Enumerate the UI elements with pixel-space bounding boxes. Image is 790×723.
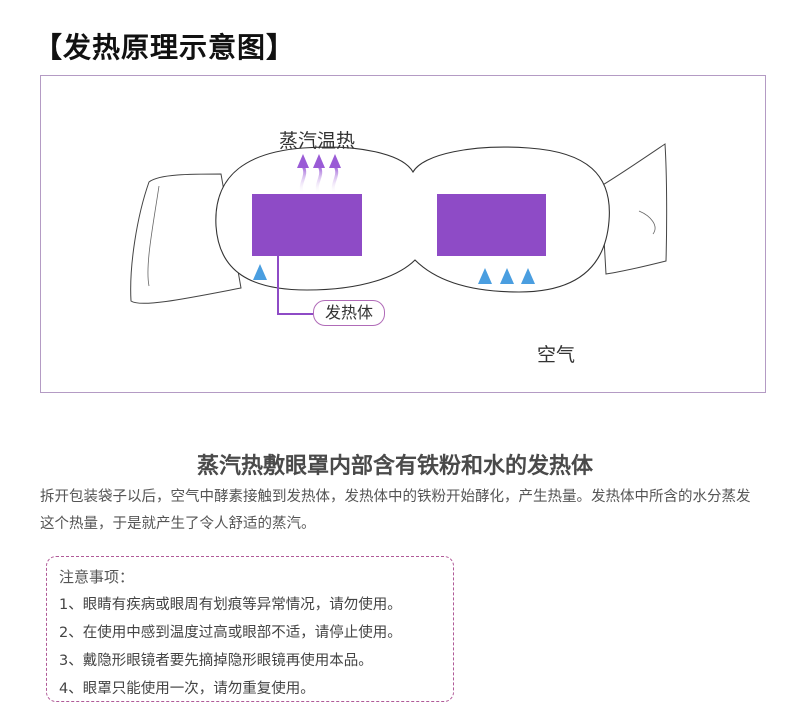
air-arrows-right [478,268,535,360]
left-strap-fold [147,185,160,287]
air-label: 空气 [537,344,576,366]
heater-pad-left [252,194,362,256]
left-strap [130,173,242,304]
heating-principle-diagram: 蒸汽温热 发热体 空气 [40,75,766,393]
description: 拆开包装袋子以后，空气中酵素接触到发热体，发热体中的铁粉开始酵化，产生热量。发热… [40,489,751,532]
heater-callout-line [277,256,313,315]
notice-item: 2、在使用中感到温度过高或眼部不适，请停止使用。 [59,625,402,641]
notice-item: 1、眼睛有疾病或眼周有划痕等异常情况，请勿使用。 [59,597,402,613]
notice-item: 3、戴隐形眼镜者要先摘掉隐形眼镜再使用本品。 [59,653,373,669]
diagram-illustration [130,143,668,360]
air-arrows-left [253,264,267,356]
right-strap [600,143,668,275]
steam-arrows [297,154,341,195]
heater-pad-right [437,194,546,256]
notice-item: 4、眼罩只能使用一次，请勿重复使用。 [59,681,315,697]
notice-title: 注意事项： [59,568,135,586]
page-title: 【发热原理示意图】 [34,31,296,64]
heater-label: 发热体 [313,300,385,326]
notice-box: 注意事项： 1、眼睛有疾病或眼周有划痕等异常情况，请勿使用。 2、在使用中感到温… [46,556,454,702]
steam-label: 蒸汽温热 [279,130,356,152]
headline: 蒸汽热敷眼罩内部含有铁粉和水的发热体 [196,454,593,479]
right-strap-fold [638,210,656,235]
